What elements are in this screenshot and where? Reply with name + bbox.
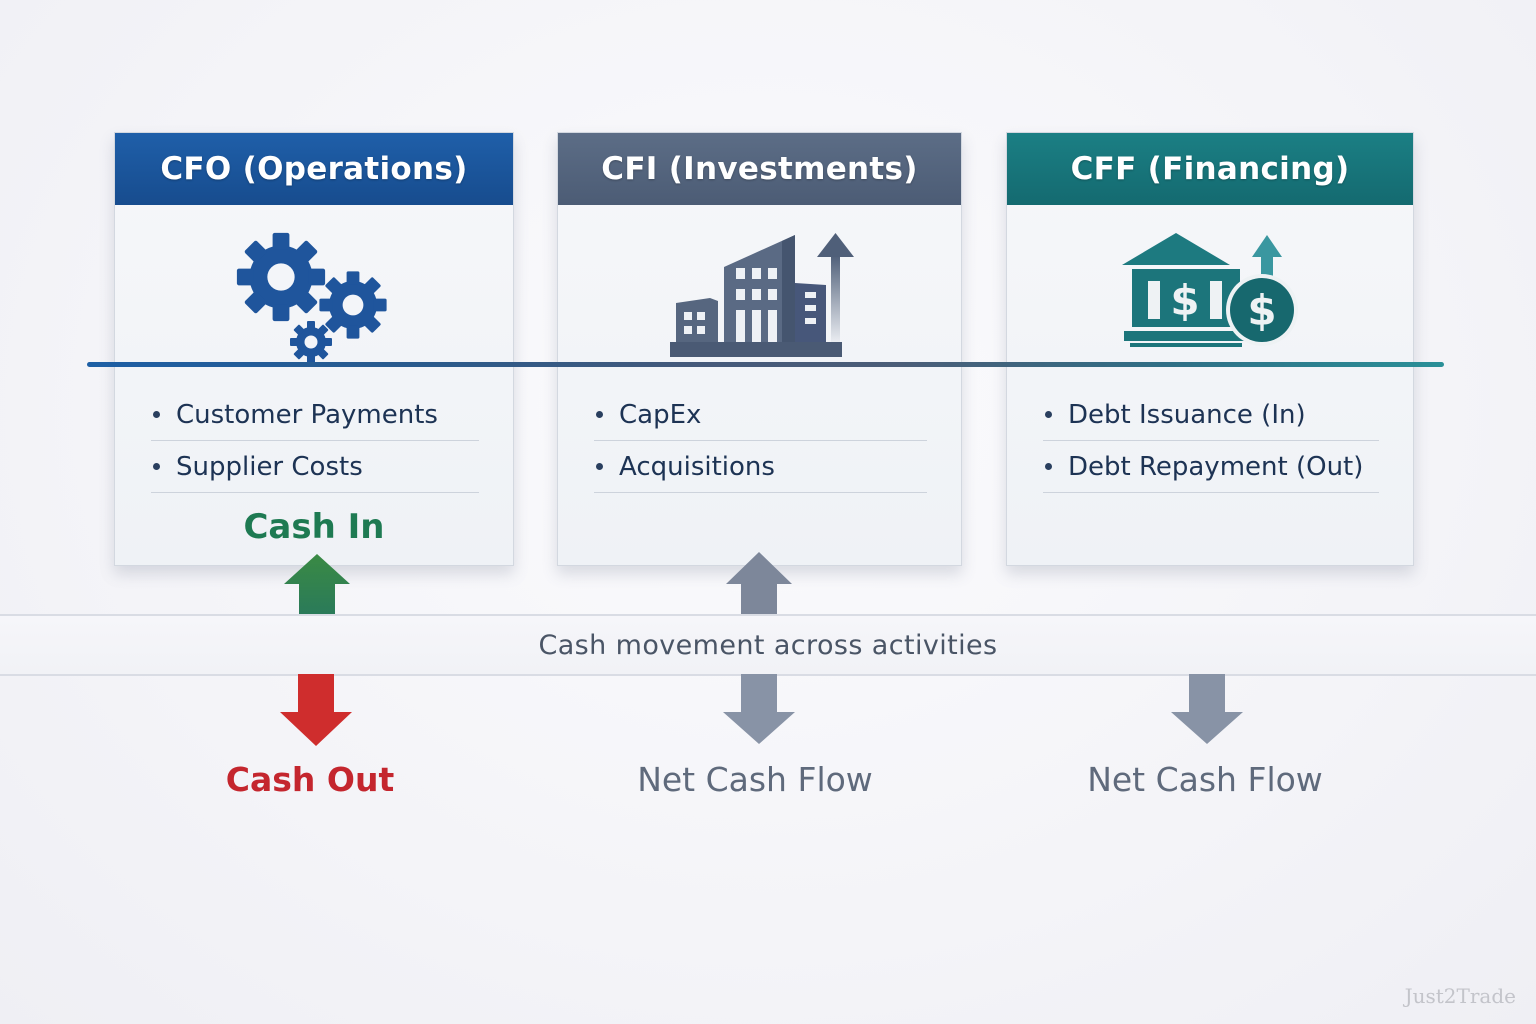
list-item: CapEx (594, 389, 927, 441)
bank-dollar-icon: $ $ (1007, 225, 1413, 365)
divider-line (87, 362, 1444, 367)
list-item: Acquisitions (594, 441, 927, 493)
item-list-cff: Debt Issuance (In) Debt Repayment (Out) (1043, 389, 1379, 493)
arrow-down-net-cfi-icon (723, 674, 795, 744)
card-header-cfi: CFI (Investments) (558, 133, 961, 205)
card-cfi: CFI (Investments) (557, 132, 962, 566)
card-header-cff: CFF (Financing) (1007, 133, 1413, 205)
cash-out-label: Cash Out (225, 760, 395, 799)
item-label: Acquisitions (619, 451, 775, 482)
list-item: Customer Payments (151, 389, 479, 441)
card-cff: CFF (Financing) $ $ Debt Issuance ( (1006, 132, 1414, 566)
item-label: CapEx (619, 399, 702, 430)
arrow-down-net-cff-icon (1171, 674, 1243, 744)
item-list-cfi: CapEx Acquisitions (594, 389, 927, 493)
arrow-down-cash-out-icon (280, 674, 352, 746)
item-label: Debt Repayment (Out) (1068, 451, 1364, 482)
list-item: Supplier Costs (151, 441, 479, 493)
cash-in-label: Cash In (243, 507, 385, 547)
watermark: Just2Trade (1404, 984, 1516, 1008)
bullet-icon (153, 463, 160, 470)
arrow-up-neutral-icon (726, 552, 792, 616)
net-cash-flow-cff-label: Net Cash Flow (1087, 760, 1323, 799)
svg-text:$: $ (1170, 276, 1199, 325)
svg-text:$: $ (1247, 286, 1276, 335)
bullet-icon (596, 411, 603, 418)
card-cfo: CFO (Operations) (114, 132, 514, 566)
net-cash-flow-cfi-label: Net Cash Flow (637, 760, 873, 799)
bullet-icon (596, 463, 603, 470)
arrow-up-cash-in-icon (284, 554, 350, 616)
item-list-cfo: Customer Payments Supplier Costs (151, 389, 479, 493)
bullet-icon (1045, 411, 1052, 418)
gears-icon (115, 225, 513, 365)
list-item: Debt Repayment (Out) (1043, 441, 1379, 493)
item-label: Debt Issuance (In) (1068, 399, 1306, 430)
cash-movement-label: Cash movement across activities (538, 630, 998, 661)
bullet-icon (153, 411, 160, 418)
item-label: Supplier Costs (176, 451, 363, 482)
list-item: Debt Issuance (In) (1043, 389, 1379, 441)
buildings-growth-icon (558, 225, 961, 365)
item-label: Customer Payments (176, 399, 438, 430)
card-header-cfo: CFO (Operations) (115, 133, 513, 205)
bullet-icon (1045, 463, 1052, 470)
